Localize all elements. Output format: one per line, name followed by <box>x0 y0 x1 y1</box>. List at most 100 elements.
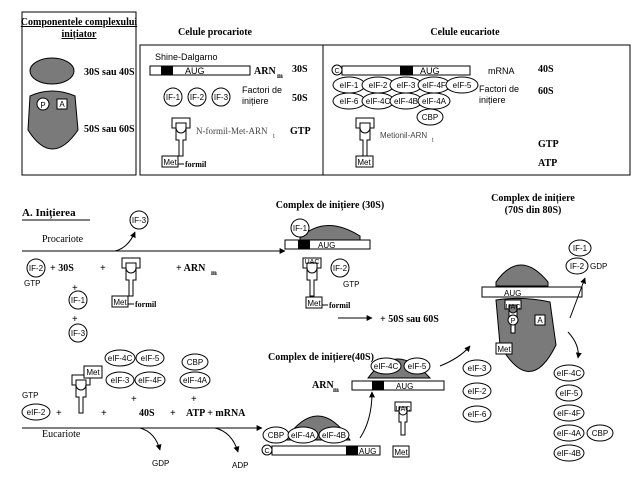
complex40-title: Complex de inițiere(40S) <box>268 352 374 363</box>
euk-factors-row2: eIF-6 eIF-4C eIF-4B eIF-4A <box>332 92 451 110</box>
procariote-label: Procariote <box>42 234 84 245</box>
svg-text:eIF-4A: eIF-4A <box>422 97 447 106</box>
svg-text:eIF-5: eIF-5 <box>560 389 579 398</box>
c40b-trna-icon <box>394 401 412 436</box>
eucariote-label: Eucariote <box>42 429 81 440</box>
svg-text:+: + <box>72 283 78 294</box>
complex30-gtp: GTP <box>343 280 359 289</box>
complex70-p: P <box>511 318 516 325</box>
c40b-eif4b: eIF-4B <box>322 431 346 440</box>
pro-met: Met <box>163 158 177 167</box>
svg-text:+: + <box>72 314 78 325</box>
euk-init-factors: eIF-4C eIF-5 eIF-3 eIF-4F + CBP eIF-4A + <box>104 349 211 405</box>
euk-atp: ATP <box>538 158 557 169</box>
released-right-factors: eIF-4C eIF-5 eIF-4F eIF-4A eIF-4B CBP <box>553 364 614 462</box>
euk-init-gdp: GDP <box>152 459 169 468</box>
svg-text:m: m <box>333 386 339 394</box>
svg-text:eIF-2: eIF-2 <box>369 81 388 90</box>
svg-text:CBP: CBP <box>187 358 203 367</box>
complex70-title-1: Complex de inițiere <box>491 193 575 204</box>
small-subunit-label: 30S sau 40S <box>84 67 135 78</box>
complex30-if2: IF-2 <box>333 264 348 273</box>
euk-60s: 60S <box>538 86 554 97</box>
c40u-eif5: eIF-5 <box>408 362 427 371</box>
complex70-a: A <box>537 316 543 325</box>
pro-50s-label: 50S <box>292 93 308 104</box>
svg-text:CBP: CBP <box>592 429 608 438</box>
svg-text:eIF-1: eIF-1 <box>340 81 359 90</box>
released-if2: IF-2 <box>570 262 585 271</box>
c40b-cbp: CBP <box>268 431 284 440</box>
init-if2: IF-2 <box>29 264 44 273</box>
released-left-factors: eIF-3 eIF-2 eIF-6 <box>462 359 492 423</box>
plus-50s-60s: + 50S sau 60S <box>380 314 439 325</box>
pro-30s-label: 30S <box>292 64 308 75</box>
complex30-uac: UAC <box>305 259 320 266</box>
euk-init-trna-icon <box>71 374 91 414</box>
shine-dalgarno-label: Shine-Dalgarno <box>155 52 218 62</box>
euk-gtp: GTP <box>538 139 559 150</box>
pro-factori-2: inițiere <box>242 96 269 106</box>
prokaryote-panel: Celule procariote Shine-Dalgarno AUG ARN… <box>139 27 630 176</box>
legend-title-1: Componentele complexului <box>21 17 138 28</box>
a-site-label: A <box>59 100 65 109</box>
complex70-met: Met <box>497 345 511 354</box>
svg-text:eIF-5: eIF-5 <box>141 354 160 363</box>
complex30-formil: formil <box>329 301 351 310</box>
euk-init-eif2: eIF-2 <box>27 408 46 417</box>
complex70-aug: AUG <box>504 289 521 298</box>
pro-if2: IF-2 <box>190 93 205 102</box>
complex30-title: Complex de inițiere (30S) <box>276 200 384 211</box>
euk-init-adp: ADP <box>232 461 248 470</box>
c40b-eif4a: eIF-4A <box>291 431 316 440</box>
released-gdp: GDP <box>590 262 607 271</box>
euk-cbp: CBP <box>422 113 438 122</box>
svg-text:eIF-4B: eIF-4B <box>394 97 418 106</box>
large-subunit-label: 50S sau 60S <box>84 124 135 135</box>
p-site-icon <box>36 97 50 111</box>
complex30-aug: AUG <box>318 241 335 250</box>
large-subunit-shape <box>27 90 79 150</box>
pro-formil: formil <box>185 160 207 169</box>
pro-gtp: GTP <box>290 126 311 137</box>
if3-released: IF-3 <box>132 216 147 225</box>
svg-text:+: + <box>101 408 107 419</box>
euk-init-atp-mrna: ATP + mRNA <box>186 408 246 419</box>
svg-text:+: + <box>100 263 106 274</box>
init-if1: IF-1 <box>71 296 86 305</box>
svg-text:eIF-3: eIF-3 <box>111 376 130 385</box>
init-plus-30s: + 30S <box>50 263 74 274</box>
svg-text:eIF-4A: eIF-4A <box>183 376 208 385</box>
complex40-arnm: ARN <box>312 380 334 391</box>
c40b-met: Met <box>394 448 408 457</box>
svg-text:eIF-2: eIF-2 <box>468 387 487 396</box>
init-trna-icon <box>121 257 141 297</box>
euk-factori-2: inițiere <box>479 95 506 105</box>
complex70-uac: UAC <box>506 304 521 311</box>
euk-init-met: Met <box>86 368 100 377</box>
initiation-process: A. Inițierea Procariote IF-3 IF-2 GTP + … <box>21 193 614 470</box>
svg-text:eIF-6: eIF-6 <box>340 97 359 106</box>
c40b-uac: UAC <box>396 406 411 413</box>
complex30-trna-icon <box>302 257 322 297</box>
euk-40s: 40S <box>538 64 554 75</box>
euk-init-40s: 40S <box>139 408 155 419</box>
svg-text:eIF-3: eIF-3 <box>468 364 487 373</box>
euk-mrna: mRNA <box>488 66 515 76</box>
euk-factors-row1: eIF-1 eIF-2 eIF-3 eIF-4F eIF-5 <box>332 76 479 94</box>
svg-text:t: t <box>273 132 275 140</box>
svg-text:m: m <box>277 72 283 80</box>
svg-text:eIF-4A: eIF-4A <box>557 429 582 438</box>
svg-text:eIF-6: eIF-6 <box>468 410 487 419</box>
init-if3: IF-3 <box>71 329 86 338</box>
svg-text:m: m <box>211 269 217 277</box>
prokaryote-header: Celule procariote <box>178 27 253 38</box>
euk-met-trna: Metionil-ARN <box>380 131 427 140</box>
pro-arnm-label: ARN <box>254 66 276 77</box>
svg-text:+: + <box>131 394 137 405</box>
init-met: Met <box>113 298 127 307</box>
svg-text:eIF-4F: eIF-4F <box>138 376 162 385</box>
svg-text:+: + <box>191 394 197 405</box>
small-subunit-shape <box>29 57 75 85</box>
